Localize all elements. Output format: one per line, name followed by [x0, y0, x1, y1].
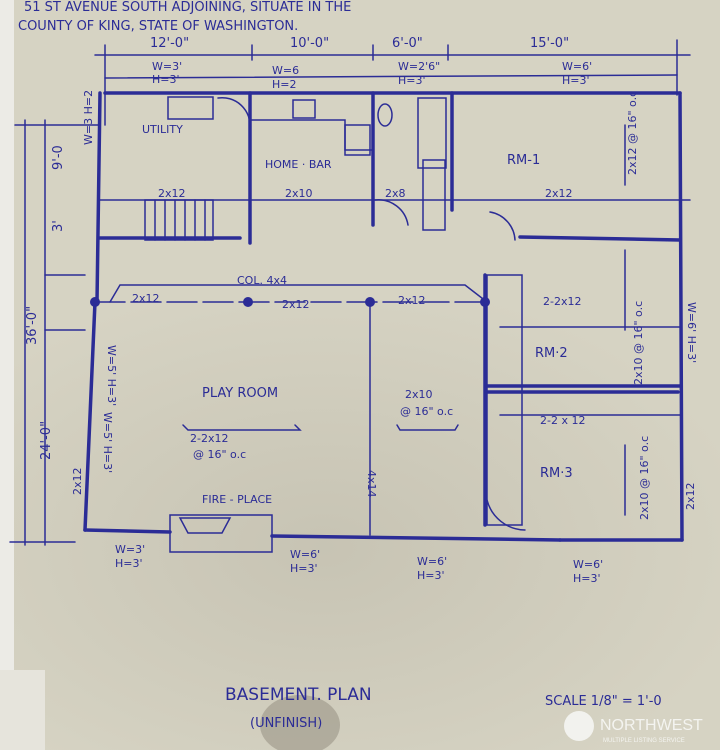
room-rm1: RM-1 — [507, 153, 540, 168]
room-play-room: PLAY ROOM — [202, 386, 278, 401]
header-line-2: COUNTY OF KING, STATE OF WASHINGTON. — [18, 19, 298, 34]
dim-12ft: 12'-0" — [150, 36, 189, 51]
plan-subtitle: (UNFINISH) — [250, 716, 322, 731]
joist-label: 2x10 — [285, 187, 313, 200]
header-line-1: 51 ST AVENUE SOUTH ADJOINING, SITUATE IN… — [24, 0, 351, 15]
paper-edge — [0, 0, 14, 670]
window-label: W=6' — [417, 555, 447, 568]
beam-label: 2x12 — [282, 298, 310, 311]
dim-3ft: 3' — [51, 220, 66, 232]
room-rm3: RM·3 — [540, 466, 573, 481]
window-label: W=6' — [573, 558, 603, 571]
room-home-bar: HOME · BAR — [265, 158, 332, 171]
joist-spacing: @ 16" o.c — [193, 448, 246, 461]
dim-36ft: 36'-0" — [25, 306, 40, 345]
wall-label: 2x12 — [684, 482, 697, 510]
column-label: COL. 4x4 — [237, 274, 287, 287]
joist-label: 2-2x12 — [190, 432, 228, 445]
column-1 — [90, 297, 100, 307]
room-utility: UTILITY — [142, 123, 183, 136]
room-fireplace: FIRE - PLACE — [202, 493, 272, 506]
window-label: W=2'6" — [398, 60, 440, 73]
joist-label: 2x10 @ 16" o.c — [632, 301, 645, 385]
window-label: W=3 H=2 — [82, 90, 95, 145]
beam-label: 2x12 — [398, 294, 426, 307]
dim-9ft: 9'-0 — [51, 145, 66, 170]
plan-scale: SCALE 1/8" = 1'-0 — [545, 694, 662, 709]
window-label: H=3' — [115, 557, 143, 570]
watermark-brand: NORTHWEST — [600, 717, 703, 734]
window-label: H=3' — [573, 572, 601, 585]
finger-shadow — [260, 695, 340, 750]
watermark-tagline: MULTIPLE LISTING SERVICE — [603, 738, 685, 744]
window-label: W=5' H=3' — [101, 412, 114, 473]
beam-label: 2-2 x 12 — [540, 414, 585, 427]
dim-15ft: 15'-0" — [530, 36, 569, 51]
window-label: W=5' H=3' — [105, 345, 118, 406]
dimension-lines — [9, 39, 691, 546]
dim-6ft: 6'-0" — [392, 36, 423, 51]
nwmls-logo-icon — [564, 711, 594, 741]
joist-label: 2x12 — [158, 187, 186, 200]
joist-label: 2x12 @ 16" o.c — [626, 91, 639, 175]
fixtures — [94, 96, 691, 553]
dim-10ft: 10'-0" — [290, 36, 329, 51]
walls — [83, 91, 684, 542]
joist-label: 2x10 — [405, 388, 433, 401]
window-label: W=6' — [290, 548, 320, 561]
shadow — [0, 300, 720, 750]
room-rm2: RM·2 — [535, 346, 568, 361]
paper-corner — [0, 670, 45, 750]
joist-label: 2x8 — [385, 187, 406, 200]
joist-label: 2x10 @ 16" o.c — [638, 436, 651, 520]
window-label: W=3' — [115, 543, 145, 556]
column-4 — [480, 297, 490, 307]
window-label: W=6 — [272, 64, 299, 77]
joist-spacing: @ 16" o.c — [400, 405, 453, 418]
window-label: H=3' — [290, 562, 318, 575]
window-label: W=3' — [152, 60, 182, 73]
northwest-mls-watermark: NORTHWEST MULTIPLE LISTING SERVICE — [564, 711, 703, 744]
window-label: H=3' — [562, 74, 590, 87]
beam-label: 2-2x12 — [543, 295, 581, 308]
dim-24ft: 24'-0" — [39, 421, 54, 460]
column-2 — [243, 297, 253, 307]
columns — [90, 297, 490, 307]
window-label: H=3' — [417, 569, 445, 582]
plan-title: BASEMENT. PLAN — [225, 685, 372, 705]
beam-label: 2x12 — [132, 292, 160, 305]
window-label: H=3' — [398, 74, 426, 87]
window-label: W=6' H=3' — [685, 302, 698, 363]
wall-label: 2x12 — [71, 467, 84, 495]
joist-label: 2x12 — [545, 187, 573, 200]
beam-label: 4x14 — [365, 470, 378, 498]
window-label: H=3' — [152, 73, 180, 86]
window-label: W=6' — [562, 60, 592, 73]
window-label: H=2 — [272, 78, 297, 91]
column-3 — [365, 297, 375, 307]
